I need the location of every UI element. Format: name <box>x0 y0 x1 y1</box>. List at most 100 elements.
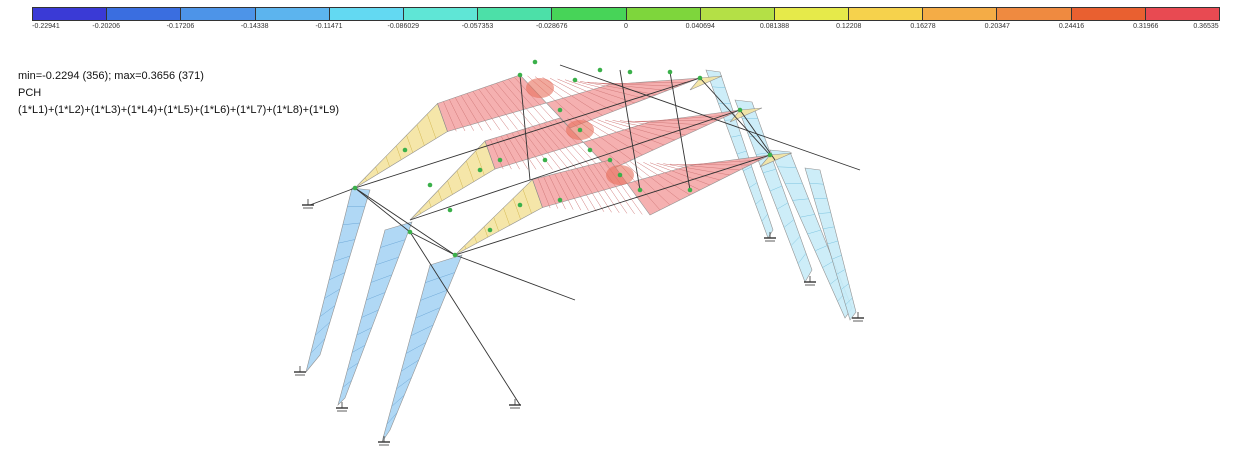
hatch-line <box>814 245 828 252</box>
node-point <box>627 69 633 75</box>
hatch-line <box>496 82 536 130</box>
legend-swatch <box>329 8 404 20</box>
color-legend-bar <box>32 7 1220 21</box>
result-type-label: PCH <box>18 87 42 99</box>
hatch-line <box>602 81 690 84</box>
hatch-line <box>415 307 441 319</box>
hatch-line <box>342 222 361 226</box>
legend-swatch <box>1145 8 1219 20</box>
hatch-line <box>548 175 566 210</box>
hatch-line <box>420 289 448 301</box>
node-point <box>597 67 603 73</box>
legend-swatch <box>107 8 182 20</box>
hatch-line <box>380 239 406 248</box>
hatch-line <box>401 359 419 372</box>
hatch-line <box>466 93 492 131</box>
node-point <box>452 252 458 258</box>
hatch-line <box>503 207 510 226</box>
legend-swatch <box>403 8 479 20</box>
node-point <box>607 157 613 163</box>
legend-swatch <box>33 8 108 20</box>
node-point <box>477 167 483 173</box>
node-point <box>557 197 563 203</box>
hatch-line <box>428 200 432 208</box>
hatch-line <box>549 121 594 171</box>
legend-tick-label: -0.17206 <box>166 23 195 30</box>
hatch-line <box>347 362 359 371</box>
hatch-line <box>416 124 425 146</box>
legend-swatch <box>478 8 553 20</box>
hatch-line <box>484 87 518 130</box>
hatch-line <box>333 255 351 262</box>
hatch-line <box>822 260 834 268</box>
legend-tick-label: 0.24416 <box>1058 23 1085 30</box>
hatch-line <box>324 288 341 299</box>
hatch-line <box>500 135 520 170</box>
beam-moment-diagram <box>689 75 723 91</box>
hatch-line <box>386 412 398 425</box>
hatch-line <box>807 229 822 235</box>
hatch-line <box>730 134 742 138</box>
hatch-line <box>449 99 466 132</box>
hatch-line <box>419 210 421 214</box>
hatch-line <box>582 118 643 156</box>
moment-peak <box>526 78 554 98</box>
hatch-line <box>559 172 582 211</box>
hatch-line <box>527 127 561 170</box>
hatch-line <box>776 202 789 210</box>
frame-member <box>454 254 576 301</box>
hatch-line <box>361 309 379 318</box>
legend-tick-label: -0.086029 <box>387 23 420 30</box>
legend-tick-label: 0.36535 <box>1193 23 1219 30</box>
frame-member <box>699 77 771 156</box>
load-combination-label: (1*L1)+(1*L2)+(1*L3)+(1*L4)+(1*L5)+(1*L6… <box>18 104 340 116</box>
node-point <box>427 182 433 188</box>
frame-member <box>619 69 641 191</box>
hatch-line <box>589 119 654 151</box>
hatch-line <box>642 114 730 122</box>
hatch-line <box>512 198 521 220</box>
node-point <box>532 59 538 65</box>
hatch-line <box>375 256 399 266</box>
node-point <box>447 207 453 213</box>
hatch-line <box>743 166 752 172</box>
hatch-line <box>579 81 657 95</box>
hatch-line <box>827 240 839 245</box>
hatch-line <box>443 101 457 132</box>
hatch-line <box>490 85 527 130</box>
legend-tick-label: 0.040694 <box>685 23 715 30</box>
node-point <box>577 127 583 133</box>
hatch-line <box>576 168 605 212</box>
hatch-line <box>790 236 801 246</box>
node-point <box>402 147 408 153</box>
column-moment-diagram <box>804 167 857 321</box>
hatch-line <box>310 338 326 354</box>
hatch-line <box>460 95 483 131</box>
legend-swatch <box>997 8 1072 20</box>
hatch-line <box>475 150 485 176</box>
hatch-line <box>522 129 553 170</box>
hatch-line <box>405 342 427 354</box>
legend-swatch <box>626 8 701 20</box>
hatch-line <box>425 272 455 283</box>
result-info: min=-0.2294 (356); max=0.3656 (371) PCH … <box>18 68 339 119</box>
legend-swatch <box>700 8 775 20</box>
frame-member <box>739 109 776 161</box>
node-point <box>542 157 548 163</box>
beam-moment-diagram <box>532 154 771 216</box>
hatch-line <box>366 292 386 301</box>
node-point <box>767 152 773 158</box>
node-point <box>352 185 358 191</box>
beam-moment-diagram <box>759 152 793 168</box>
hatch-line <box>554 173 574 210</box>
hatch-line <box>447 180 453 195</box>
hatch-line <box>623 160 671 206</box>
hatch-line <box>604 119 676 141</box>
node-point <box>737 107 743 113</box>
hatch-line <box>683 159 761 166</box>
hatch-line <box>549 77 614 112</box>
hatch-line <box>464 245 467 250</box>
hatch-line <box>385 156 390 167</box>
